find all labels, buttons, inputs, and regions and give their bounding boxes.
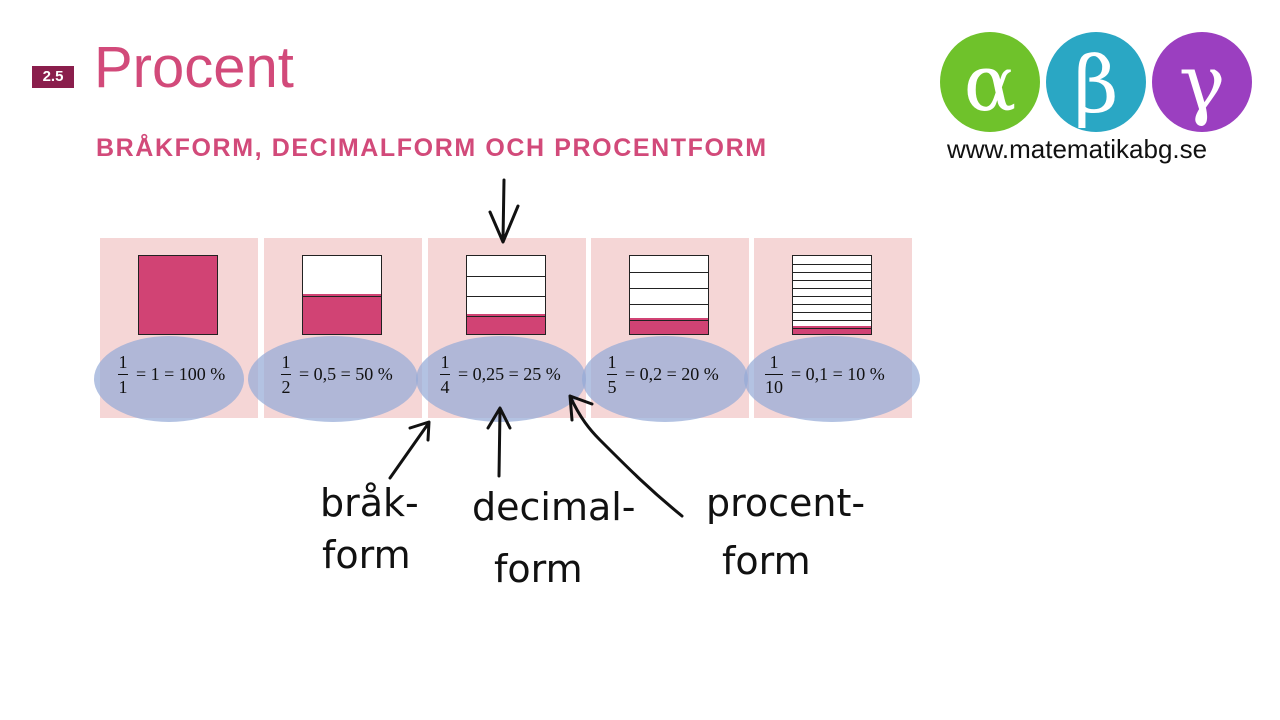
fraction-square [792,255,872,335]
fraction-bar [765,374,783,375]
divider-line [630,272,708,273]
numerator: 1 [281,352,291,372]
gamma-glyph: γ [1179,39,1226,129]
brak-label-2: form [322,533,411,577]
brak-arrow-icon [388,420,431,480]
equation-rest: = 0,1 = 10 % [791,364,885,384]
denominator: 5 [607,377,617,397]
procent-label: procent- [706,481,865,525]
highlight-oval [248,336,418,422]
fraction-bar [607,374,617,375]
shaded-part [139,256,217,334]
fraction-square [302,255,382,335]
divider-line [303,296,381,297]
divider-line [793,288,871,289]
highlight-oval [582,336,748,422]
procent-arrow-icon [568,394,684,518]
numerator: 1 [440,352,450,372]
equation-rest: = 0,5 = 50 % [299,364,393,384]
denominator: 2 [281,377,291,397]
procent-label-2: form [722,539,811,583]
divider-line [467,276,545,277]
shaded-part [303,294,381,334]
divider-line [793,312,871,313]
page-title: Procent [94,35,294,100]
equation-rest: = 0,2 = 20 % [625,364,719,384]
shaded-part [793,326,871,334]
divider-line [793,320,871,321]
numerator: 1 [769,352,779,372]
divider-line [467,316,545,317]
fraction-bar [281,374,291,375]
divider-line [793,272,871,273]
divider-line [793,296,871,297]
abg-logo: α β γ [940,32,1252,132]
page-subtitle: BRÅKFORM, DECIMALFORM OCH PROCENTFORM [96,134,768,162]
equation-rest: = 0,25 = 25 % [458,364,561,384]
denominator: 4 [440,377,450,397]
highlight-oval [94,336,244,422]
decimal-label: decimal- [472,485,636,529]
top-arrow-icon [488,178,520,244]
alpha-glyph: α [964,39,1017,129]
divider-line [630,304,708,305]
beta-circle [1046,32,1146,132]
beta-glyph: β [1073,41,1118,131]
equation-rest: = 1 = 100 % [136,364,226,384]
fraction-bar [440,374,450,375]
fraction-bar [118,374,128,375]
numerator: 1 [118,352,128,372]
divider-line [630,320,708,321]
shaded-part [630,318,708,334]
brak-label: bråk- [320,481,419,525]
divider-line [793,328,871,329]
divider-line [793,264,871,265]
divider-line [630,288,708,289]
decimal-arrow-icon [486,406,512,478]
highlight-oval [744,336,920,422]
fraction-square [629,255,709,335]
shaded-part [467,314,545,334]
section-badge: 2.5 [32,66,74,88]
decimal-label-2: form [494,547,583,591]
logo-url: www.matematikabg.se [947,134,1208,164]
denominator: 10 [765,377,783,397]
divider-line [793,304,871,305]
gamma-circle [1152,32,1252,132]
divider-line [793,280,871,281]
fraction-square [138,255,218,335]
numerator: 1 [607,352,617,372]
fraction-square [466,255,546,335]
denominator: 1 [118,377,128,397]
alpha-circle [940,32,1040,132]
divider-line [467,296,545,297]
